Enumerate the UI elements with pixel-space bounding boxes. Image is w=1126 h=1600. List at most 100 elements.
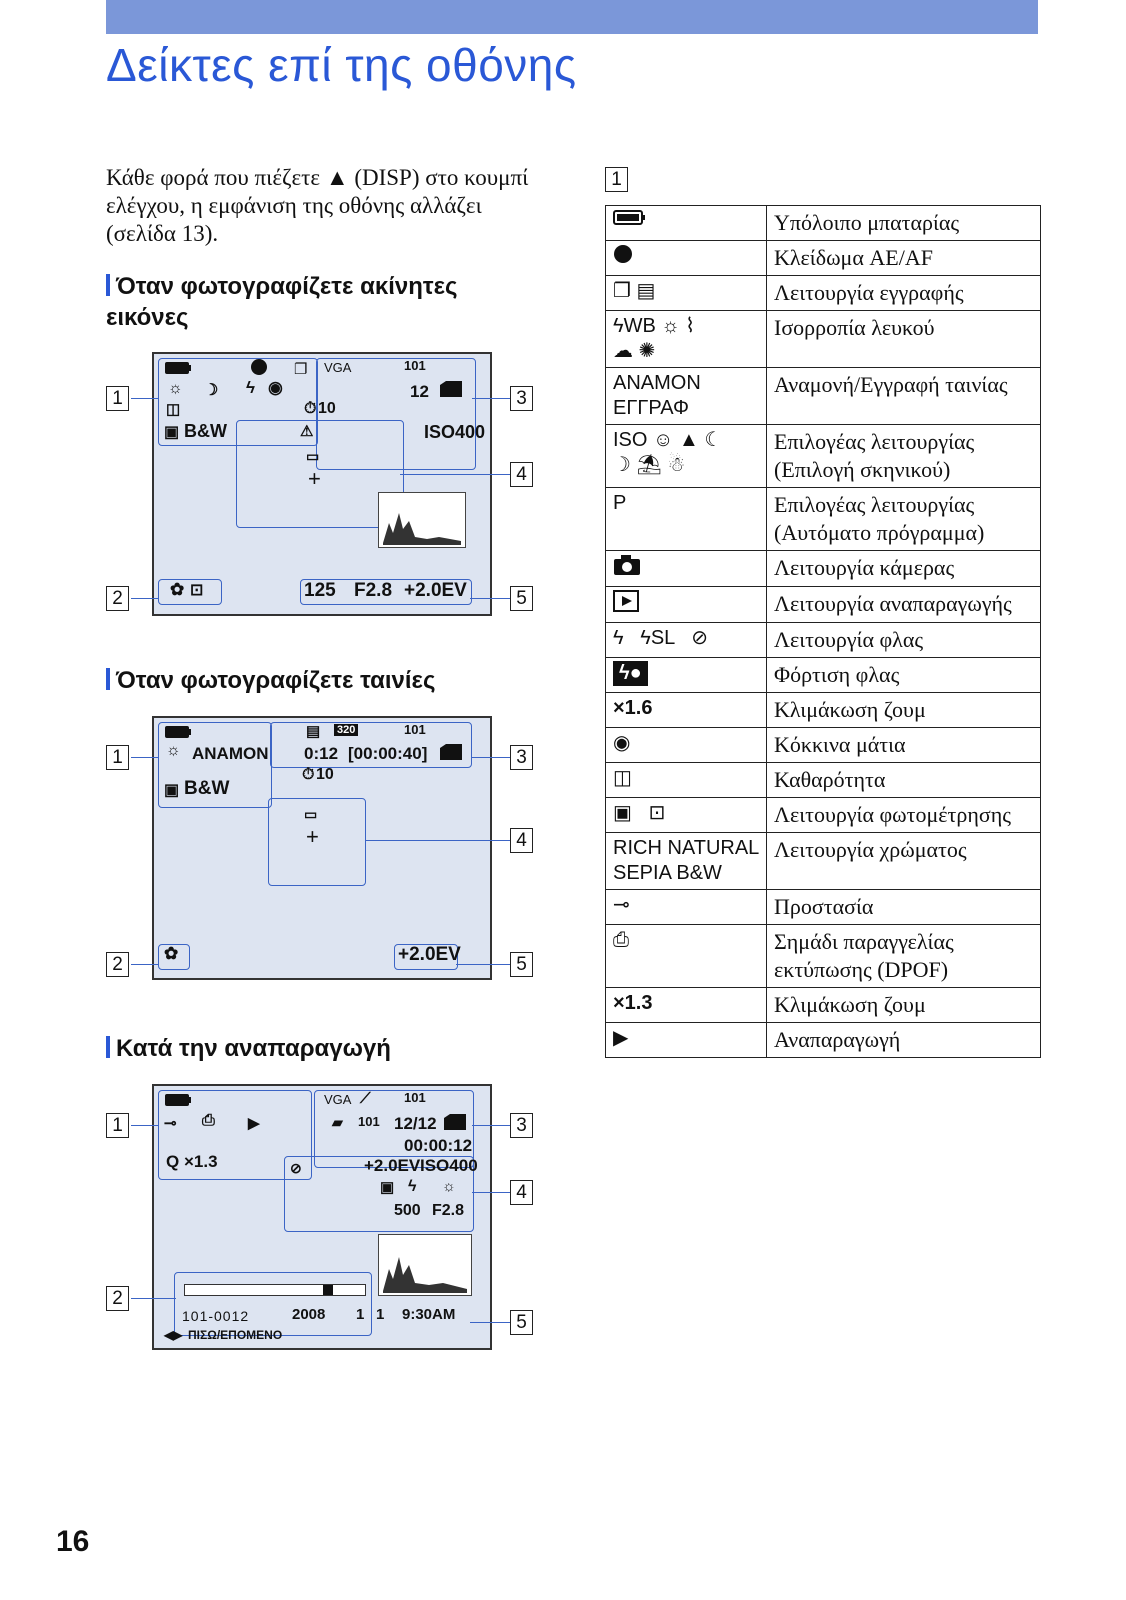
no-print-icon: ⊘ bbox=[290, 1160, 302, 1176]
shutter-speed: 125 bbox=[304, 580, 336, 601]
leader-line bbox=[472, 1192, 510, 1193]
protect-icon: ⊸ bbox=[164, 1115, 177, 1132]
recording-day: 1 bbox=[376, 1306, 385, 1323]
sharpness-icon: ◫ bbox=[613, 767, 632, 789]
battery-icon bbox=[165, 726, 191, 738]
play-icon: ▶ bbox=[613, 1027, 629, 1049]
file-number: 101-0012 bbox=[182, 1308, 250, 1324]
indicator-row: Λειτουργία κάμερας bbox=[605, 550, 1041, 587]
indicator-icon-text: ΑΝΑΜΟΝ ΕΓΓΡΑΦ bbox=[613, 372, 701, 419]
indicator-label: Κλείδωμα AE/AF bbox=[766, 240, 1041, 276]
self-timer-icon: ⏱ bbox=[302, 766, 315, 783]
self-timer-value: 10 bbox=[316, 766, 334, 783]
lcd-playback: VGA ⟋ 101 ⊸ ⎙ ▶ ▰ 101 12/12 00:00:12 Q ×… bbox=[152, 1084, 492, 1350]
macro-icon: ✿ bbox=[170, 580, 185, 599]
focus-cross-icon: + bbox=[306, 824, 319, 849]
indicator-label: Επιλογέας λειτουργίας (Αυτόματο πρόγραμμ… bbox=[766, 487, 1041, 551]
indicator-row: ϟWB ☼ ⌇☁ ✺Ισορροπία λευκού bbox=[605, 310, 1041, 368]
callout-5: 5 bbox=[510, 1310, 533, 1335]
low-battery-icon: ▭ bbox=[304, 806, 318, 822]
lcd-stills: ❐ VGA 101 ☼ ☽ ϟ ◉ 12 ◫ ⏱ 10 ▣ B&W ⚠ ISO4… bbox=[152, 352, 492, 616]
aperture-value: F2.8 bbox=[432, 1202, 465, 1219]
red-eye-icon: ◉ bbox=[613, 732, 631, 754]
indicator-row: ▶Αναπαραγωγή bbox=[605, 1022, 1041, 1058]
recording-time: 0:12 bbox=[304, 744, 339, 763]
progress-indicator bbox=[323, 1285, 333, 1295]
folder-number-2: 101 bbox=[358, 1114, 380, 1129]
indicator-row: Κλείδωμα AE/AF bbox=[605, 240, 1041, 276]
lcd-movies: ▤ 320 101 ☼ ΑΝΑΜΟΝ 0:12 [00:00:40] ⏱ 10 … bbox=[152, 716, 492, 980]
heading-marker bbox=[106, 274, 110, 296]
callout-1: 1 bbox=[106, 1113, 129, 1138]
callout-2: 2 bbox=[106, 586, 129, 611]
indicator-label: Λειτουργία αναπαραγωγής bbox=[766, 586, 1041, 623]
section-heading-playback: Κατά την αναπαραγωγή bbox=[106, 1033, 536, 1064]
leader-line bbox=[131, 1125, 158, 1126]
indicator-label: Φόρτιση φλας bbox=[766, 657, 1041, 693]
flash-icon: ϟ bbox=[246, 378, 255, 397]
record-mode-icons: ❐ ▤ bbox=[613, 280, 656, 302]
recording-year: 2008 bbox=[292, 1306, 326, 1323]
low-battery-icon: ▭ bbox=[306, 448, 320, 464]
white-balance-icon: ☼ bbox=[442, 1178, 456, 1195]
metering-icon: ▣ bbox=[380, 1179, 395, 1196]
indicator-row: ⎙Σημάδι παραγγελίας εκτύπωσης (DPOF) bbox=[605, 924, 1041, 988]
image-count: 12/12 bbox=[394, 1114, 437, 1133]
heading-marker bbox=[106, 1036, 110, 1058]
dpof-icon: ⎙ bbox=[202, 1112, 215, 1129]
heading-marker bbox=[106, 668, 110, 690]
standby-label: ΑΝΑΜΟΝ bbox=[192, 744, 269, 763]
white-balance-icon: ☼ bbox=[166, 742, 181, 759]
iso-value: ISO400 bbox=[424, 422, 486, 442]
indicator-icon-cell bbox=[605, 240, 767, 276]
indicator-icon-cell bbox=[605, 550, 767, 587]
group-5 bbox=[300, 579, 472, 605]
indicator-row: ϟ ϟSL ⊘ Λειτουργία φλας bbox=[605, 622, 1041, 658]
indicator-label: Λειτουργία κάμερας bbox=[766, 550, 1041, 587]
play-icon: ▶ bbox=[248, 1115, 260, 1132]
ae-af-lock-icon bbox=[613, 245, 633, 269]
indicator-label: Κόκκινα μάτια bbox=[766, 727, 1041, 763]
exposure-value: +2.0EV bbox=[404, 580, 467, 601]
group-3 bbox=[270, 722, 472, 768]
indicator-label: Προστασία bbox=[766, 889, 1041, 925]
indicator-icon-text: ×1.6 bbox=[613, 697, 653, 719]
metering-icon: ▣ bbox=[164, 782, 180, 799]
indicator-icon-cell: ▶ bbox=[605, 1022, 767, 1058]
group-5 bbox=[394, 944, 458, 970]
recording-time: 9:30AM bbox=[402, 1306, 456, 1323]
section-heading-movies: Όταν φωτογραφίζετε ταινίες bbox=[106, 665, 536, 696]
self-timer-icon: ⏱ bbox=[304, 400, 317, 417]
indicator-row: ⊸Προστασία bbox=[605, 889, 1041, 925]
indicator-label: Λειτουργία εγγραφής bbox=[766, 275, 1041, 311]
group-4 bbox=[268, 798, 366, 886]
indicator-row: Υπόλοιπο μπαταρίας bbox=[605, 205, 1041, 241]
indicator-row: ISO ☺ ▲ ☾☽ ⛱ ☃Επιλογέας λειτουργίας (Επι… bbox=[605, 424, 1041, 488]
callout-4: 4 bbox=[510, 828, 533, 853]
memory-icon bbox=[440, 381, 462, 397]
leader-line bbox=[472, 1125, 510, 1126]
indicator-icon-cell: ❐ ▤ bbox=[605, 275, 767, 311]
self-timer-value: 10 bbox=[318, 400, 336, 417]
burst-icon: ❐ bbox=[294, 361, 308, 378]
indicator-icon-cell: ⎙ bbox=[605, 924, 767, 988]
nav-hint: ΠΙΣΩ/ΕΠΟΜΕΝΟ bbox=[188, 1328, 283, 1342]
indicator-label: Λειτουργία φλας bbox=[766, 622, 1041, 658]
focus-cross-icon: + bbox=[308, 466, 321, 491]
movie-mode-icon: ▤ bbox=[306, 723, 321, 740]
indicator-label: Λειτουργία χρώματος bbox=[766, 832, 1041, 890]
folder-change-icon: ▰ bbox=[332, 1114, 343, 1130]
flash-mode-icons: ϟ ϟSL ⊘ bbox=[613, 627, 708, 649]
indicator-icon-cell: ϟWB ☼ ⌇☁ ✺ bbox=[605, 310, 767, 368]
color-mode: B&W bbox=[184, 421, 227, 441]
shutter-speed: 500 bbox=[394, 1202, 421, 1219]
folder-number: 101 bbox=[404, 1090, 426, 1105]
indicator-label: Αναμονή/Εγγραφή ταινίας bbox=[766, 367, 1041, 425]
protect-mark-icon: ⟋ bbox=[360, 1090, 371, 1107]
page-number: 16 bbox=[56, 1525, 90, 1558]
flash-icon: ϟ bbox=[408, 1178, 417, 1195]
elapsed-time: 00:00:12 bbox=[404, 1136, 473, 1155]
indicator-row: ◫Καθαρότητα bbox=[605, 762, 1041, 798]
